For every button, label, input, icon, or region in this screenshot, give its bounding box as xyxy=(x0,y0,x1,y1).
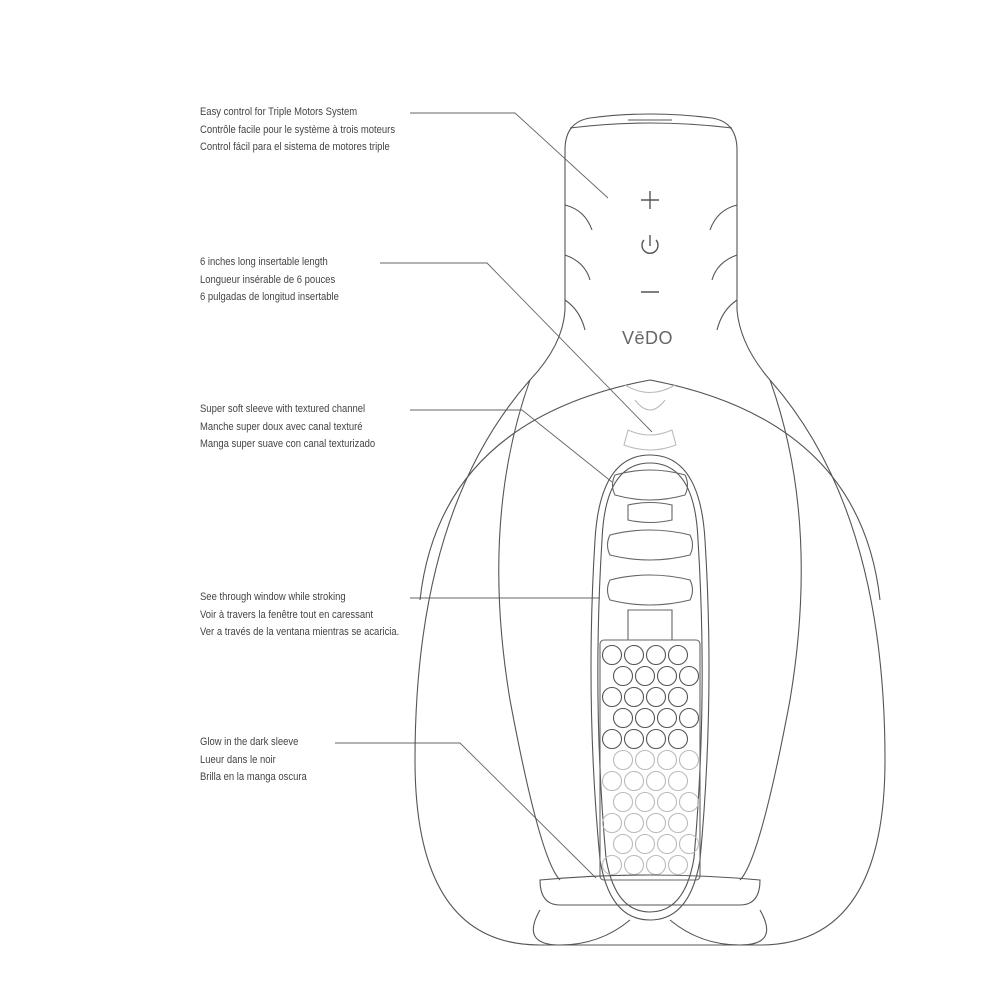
leader-lines xyxy=(335,112,653,879)
callout-es: Ver a través de la ventana mientras se a… xyxy=(200,626,400,638)
texture-bump xyxy=(656,791,678,813)
callout-fr: Contrôle facile pour le système à trois … xyxy=(200,123,396,136)
callout-en: 6 inches long insertable length xyxy=(200,256,328,268)
callout-en: Super soft sleeve with textured channel xyxy=(200,403,366,415)
callout-length: 6 inches long insertable length Longueur… xyxy=(200,254,339,307)
texture-bump xyxy=(645,728,667,750)
texture-bump xyxy=(645,812,667,834)
texture-bump xyxy=(645,854,667,876)
texture-bump xyxy=(667,686,689,708)
plus-icon[interactable] xyxy=(641,191,659,209)
shoulder-curve xyxy=(419,379,881,601)
sleeve-texture-bumps xyxy=(601,644,700,876)
texture-bump xyxy=(667,770,689,792)
leader-line-sleeve xyxy=(410,409,613,483)
texture-bump xyxy=(623,854,645,876)
callout-glow: Glow in the dark sleeve Lueur dans le no… xyxy=(200,734,307,787)
texture-bump xyxy=(601,644,623,666)
window-outline xyxy=(590,454,710,921)
callout-es: 6 pulgadas de longitud insertable xyxy=(200,291,339,303)
bottom-finger-notches xyxy=(532,909,768,946)
sleeve-channel xyxy=(623,384,677,451)
texture-bump xyxy=(634,707,656,729)
leader-line-controls xyxy=(410,112,609,199)
callout-window: See through window while stroking Voir à… xyxy=(200,589,399,642)
callout-sleeve: Super soft sleeve with textured channel … xyxy=(200,401,375,454)
texture-bump xyxy=(656,749,678,771)
texture-bump xyxy=(634,665,656,687)
texture-bump xyxy=(634,749,656,771)
texture-bump xyxy=(667,854,689,876)
texture-bump xyxy=(601,854,623,876)
bottom-opening xyxy=(539,874,761,906)
texture-bump xyxy=(667,728,689,750)
texture-bump xyxy=(667,812,689,834)
texture-bump xyxy=(645,770,667,792)
texture-bump xyxy=(634,833,656,855)
texture-bump xyxy=(601,770,623,792)
callout-en: Easy control for Triple Motors System xyxy=(200,106,358,118)
texture-bump xyxy=(645,686,667,708)
callout-fr: Voir à travers la fenêtre tout en caress… xyxy=(200,608,374,621)
texture-bump xyxy=(678,665,700,687)
grip-contour-left xyxy=(564,204,593,331)
texture-bump xyxy=(678,749,700,771)
inner-body-curve xyxy=(498,379,802,881)
brand-logo: VēDO xyxy=(622,328,674,348)
texture-bump xyxy=(656,833,678,855)
texture-bump xyxy=(667,644,689,666)
texture-bump xyxy=(634,791,656,813)
callout-controls: Easy control for Triple Motors System Co… xyxy=(200,104,395,157)
texture-bump xyxy=(623,644,645,666)
texture-bump xyxy=(623,770,645,792)
callout-fr: Manche super doux avec canal texturé xyxy=(200,420,363,433)
texture-bump xyxy=(601,812,623,834)
callout-es: Control fácil para el sistema de motores… xyxy=(200,141,390,153)
callout-fr: Lueur dans le noir xyxy=(200,753,276,766)
callout-es: Brilla en la manga oscura xyxy=(200,771,307,783)
texture-bump xyxy=(612,749,634,771)
texture-bump xyxy=(623,728,645,750)
texture-bump xyxy=(678,707,700,729)
device-top-cap xyxy=(569,122,733,129)
texture-bump xyxy=(678,833,700,855)
texture-bump xyxy=(678,791,700,813)
callout-es: Manga super suave con canal texturizado xyxy=(200,438,376,450)
texture-bump xyxy=(623,812,645,834)
callout-en: See through window while stroking xyxy=(200,591,346,603)
texture-bump xyxy=(612,791,634,813)
callout-fr: Longueur insérable de 6 pouces xyxy=(200,273,336,286)
texture-bump xyxy=(656,665,678,687)
texture-bump xyxy=(612,833,634,855)
sleeve-ridges xyxy=(599,469,701,881)
texture-bump xyxy=(601,728,623,750)
leader-line-glow xyxy=(335,742,597,879)
texture-bump xyxy=(612,665,634,687)
texture-bump xyxy=(612,707,634,729)
texture-bump xyxy=(601,686,623,708)
power-icon[interactable] xyxy=(641,235,659,254)
grip-contour-right xyxy=(709,204,738,331)
texture-bump xyxy=(656,707,678,729)
callout-en: Glow in the dark sleeve xyxy=(200,736,299,748)
texture-bump xyxy=(645,644,667,666)
leader-line-length xyxy=(380,262,653,433)
window-inner-outline xyxy=(597,462,703,913)
texture-bump xyxy=(623,686,645,708)
